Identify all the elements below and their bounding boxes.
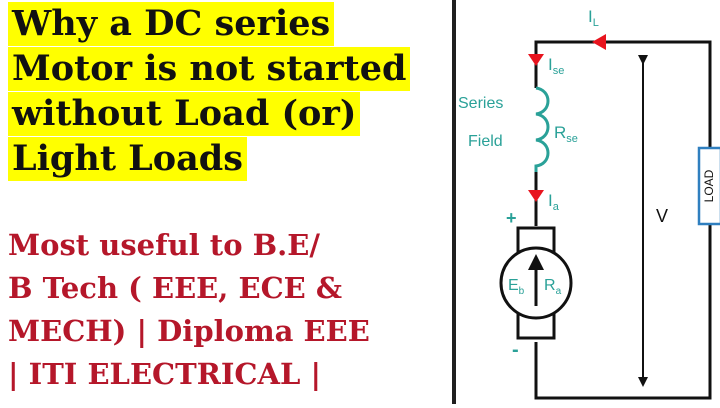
minus-sign: - xyxy=(512,339,519,361)
armature-current-label: Ia xyxy=(548,191,560,213)
armature-current-arrow-icon xyxy=(528,190,544,202)
armature-resistance-label: Ra xyxy=(544,277,562,297)
title-line: Why a DC series xyxy=(8,2,335,46)
text-panel: Why a DC series Motor is not started wit… xyxy=(8,2,452,396)
load-box xyxy=(697,146,720,226)
field-resistance-label: Rse xyxy=(554,123,578,145)
load-label: LOAD xyxy=(702,169,716,202)
series-current-arrow-icon xyxy=(528,54,544,66)
voltage-label: V xyxy=(656,206,668,226)
line-current-label: IL xyxy=(588,7,599,29)
circuit-svg: LOAD V IL Ise Ia Series Field Rse Eb Ra … xyxy=(458,7,720,400)
subtitle-line: B Tech ( EEE, ECE & xyxy=(8,271,343,305)
panel-divider xyxy=(452,0,456,404)
emf-arrow-head xyxy=(528,254,544,270)
armature xyxy=(499,226,573,340)
series-current-label: Ise xyxy=(548,55,564,77)
title-line: Motor is not started xyxy=(8,47,411,91)
subtitle-line: | ITI ELECTRICAL | xyxy=(8,357,321,391)
subtitle-line: Most useful to B.E/ xyxy=(8,228,320,262)
circuit-diagram: LOAD V IL Ise Ia Series Field Rse Eb Ra … xyxy=(456,0,720,404)
right-lower-wire xyxy=(534,224,712,400)
back-emf-label: Eb xyxy=(508,277,525,297)
subtitle-line: MECH) | Diploma EEE xyxy=(8,314,370,348)
field-label-line1: Series xyxy=(458,95,503,112)
field-label-line2: Field xyxy=(468,133,503,150)
title-line: without Load (or) xyxy=(8,92,361,136)
plus-sign: + xyxy=(506,208,517,228)
line-current-arrow-icon xyxy=(592,34,606,50)
title: Why a DC series Motor is not started wit… xyxy=(8,2,448,182)
subtitle: Most useful to B.E/ B Tech ( EEE, ECE & … xyxy=(8,224,452,396)
title-line: Light Loads xyxy=(8,137,247,181)
series-field-coil xyxy=(534,86,550,172)
